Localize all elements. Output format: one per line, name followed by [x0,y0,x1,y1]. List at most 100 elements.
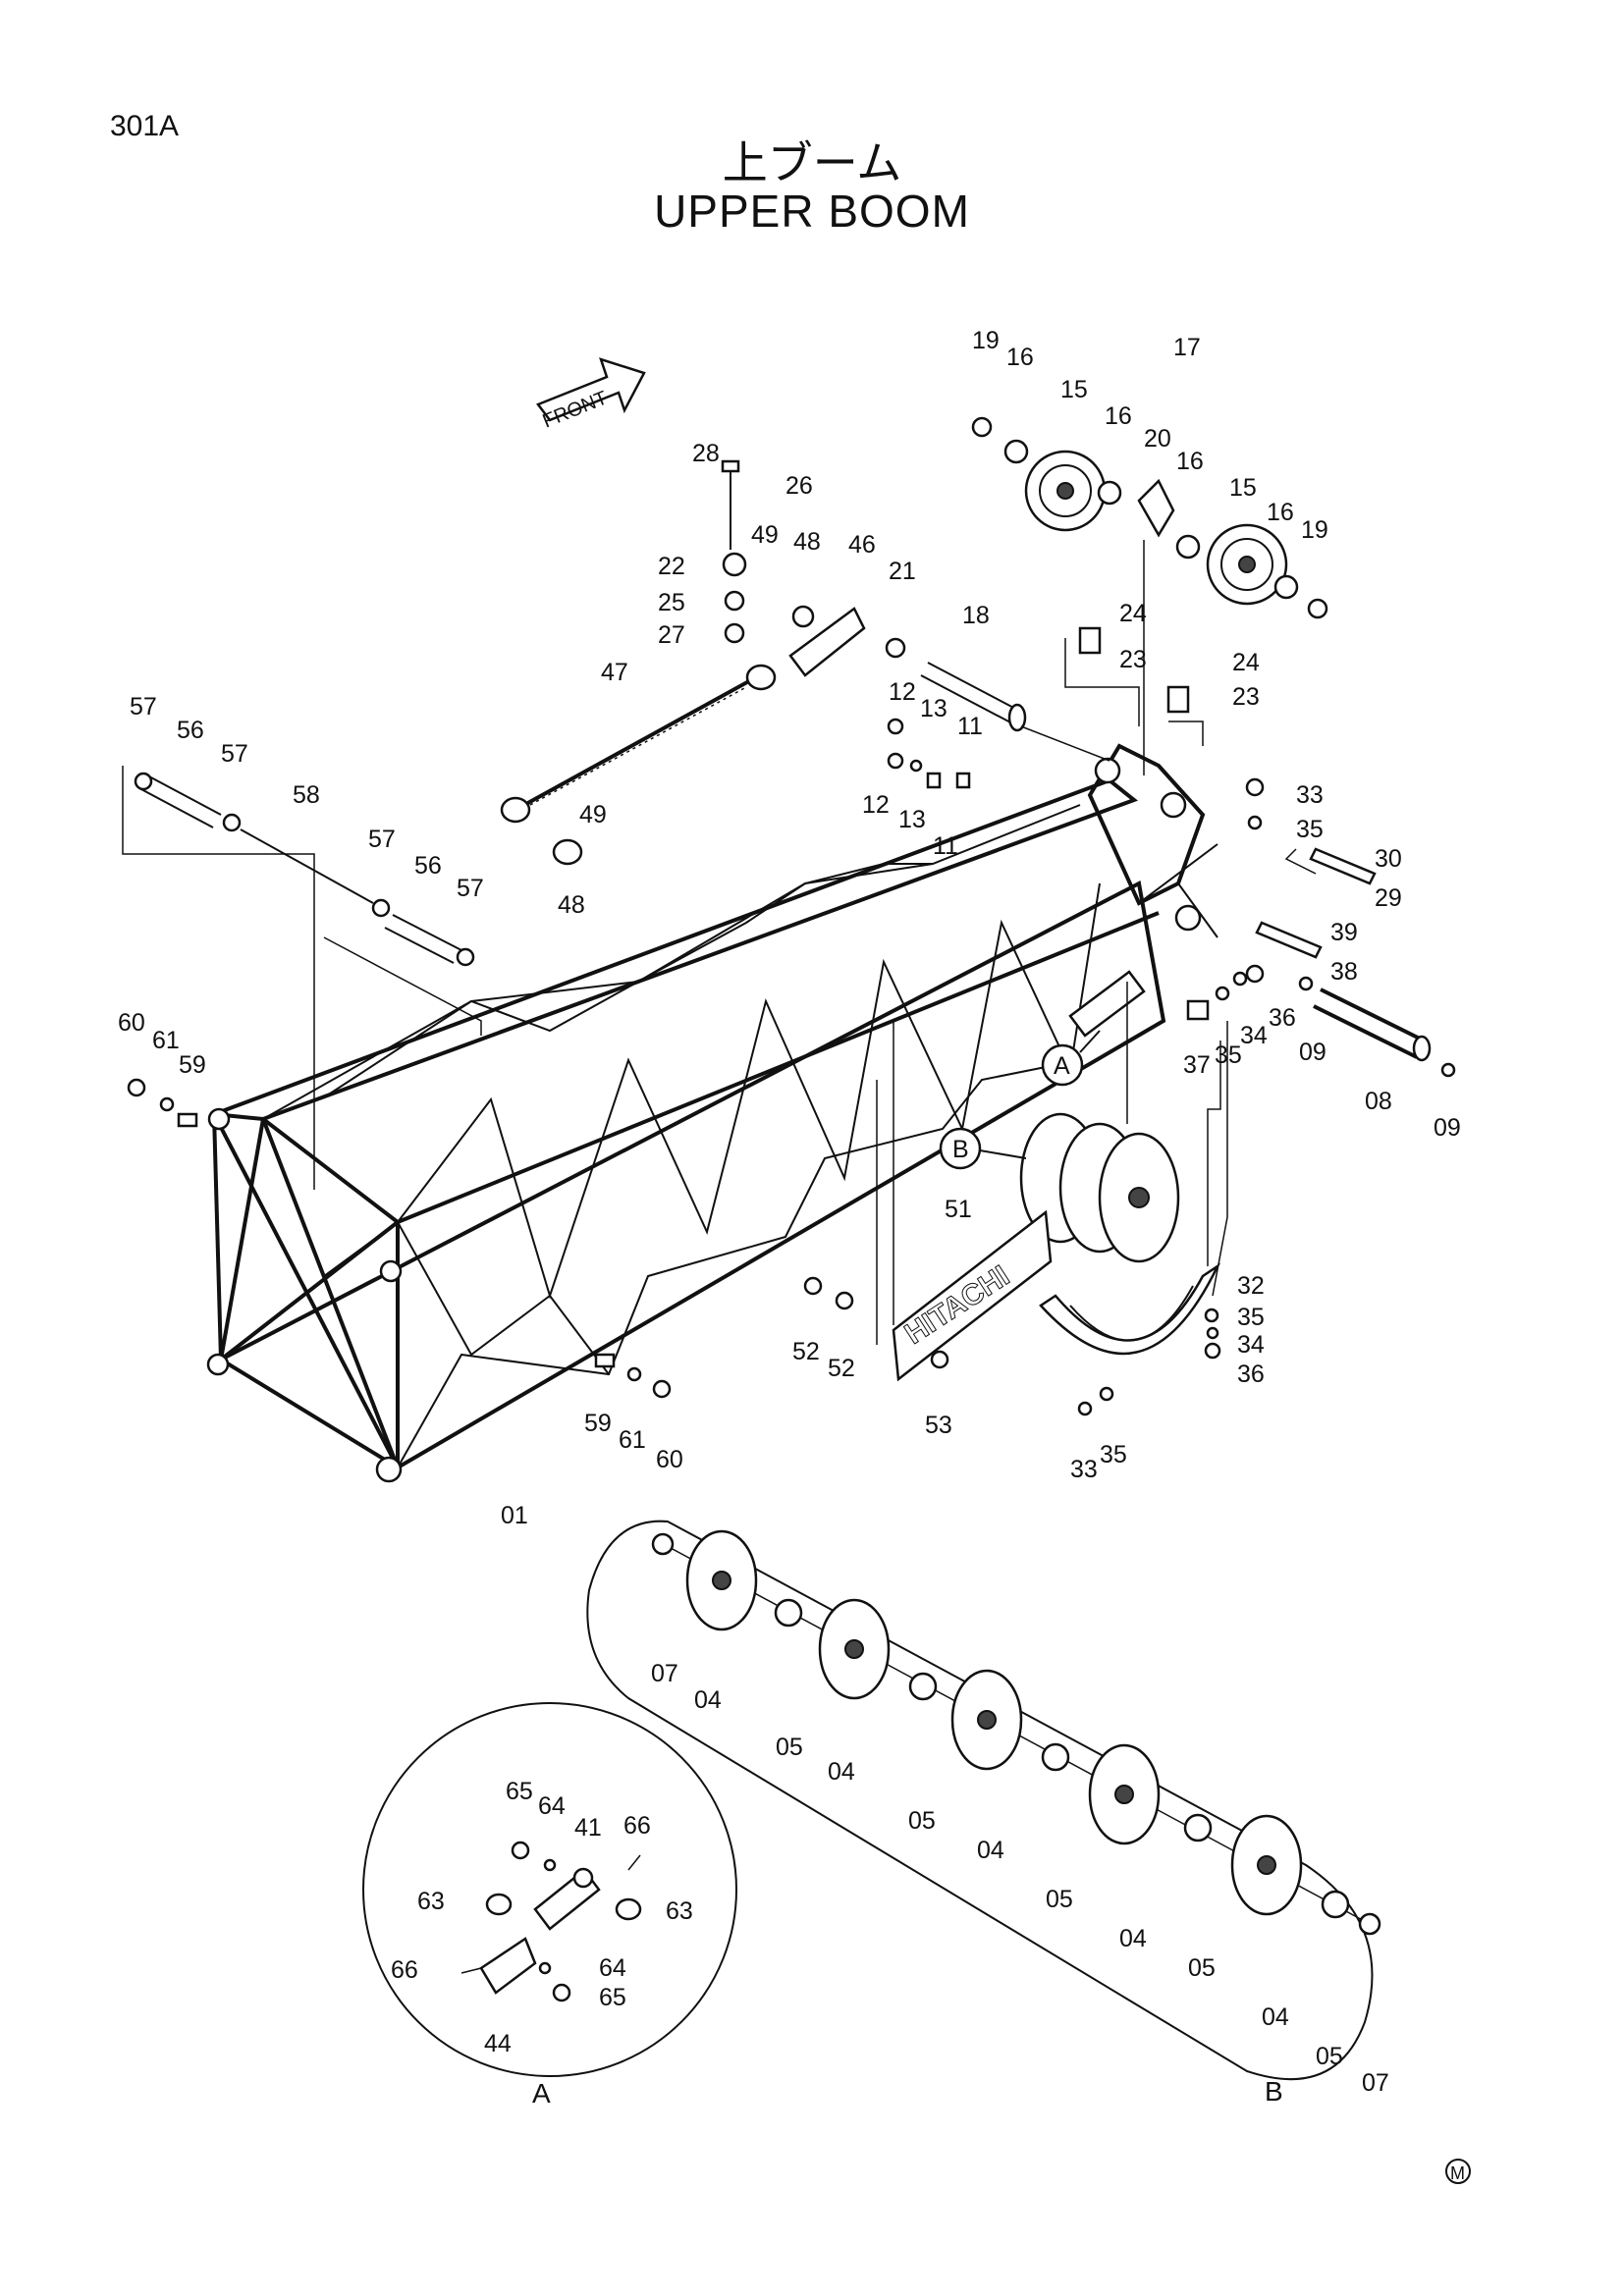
callout-c34a: 34 [1240,1022,1268,1049]
footer-mark: M [1445,2159,1471,2184]
callout-c29: 29 [1375,884,1402,912]
bearing-icon [1003,439,1029,464]
callout-c27: 27 [658,621,685,649]
callout-c57b: 57 [221,740,248,768]
callout-c66b: 66 [391,1956,418,1984]
shaft-icon [920,662,1027,732]
callout-c19a: 19 [972,327,1000,354]
callout-c28: 28 [692,440,720,467]
bracket-icon [1137,478,1175,538]
callout-c33a: 33 [1296,781,1324,809]
callout-c57c: 57 [368,826,396,853]
callout-c26: 26 [785,472,813,500]
callout-c35c: 35 [1237,1304,1265,1331]
callout-c18: 18 [962,602,990,629]
leader-lines [876,540,1317,1345]
callout-c05d: 05 [1188,1954,1216,1982]
callout-c51: 51 [945,1196,972,1223]
callout-c30: 30 [1375,845,1402,873]
callout-c65a: 65 [506,1778,533,1805]
callout-c49a: 49 [751,521,779,549]
callout-c35b: 35 [1215,1041,1242,1069]
callout-c56b: 56 [414,852,442,880]
callout-c04b: 04 [828,1758,855,1786]
callout-c05e: 05 [1316,2043,1343,2070]
callout-c12a: 12 [889,678,916,706]
callout-c01: 01 [501,1502,528,1529]
sheave-pack-b-icon: B [939,1112,1180,1263]
callout-c12b: 12 [862,791,890,819]
callout-c13a: 13 [920,695,947,722]
front-arrow-icon: FRONT [536,357,646,433]
callout-c37: 37 [1183,1051,1211,1079]
callout-c64b: 64 [599,1954,626,1982]
callout-c39: 39 [1330,919,1358,946]
callout-c41: 41 [574,1814,602,1842]
callout-c52a: 52 [792,1338,820,1365]
callout-c11a: 11 [957,713,983,740]
callout-c47: 47 [601,659,628,686]
callout-c57d: 57 [457,875,484,902]
callout-c60a: 60 [118,1009,145,1037]
callout-c44: 44 [484,2030,512,2057]
washer-icon [971,416,993,438]
bearing-icon [1097,480,1122,506]
callout-c66a: 66 [623,1812,651,1840]
callout-c16b: 16 [1105,402,1132,430]
detail-a-exploded: A [362,1702,737,2109]
callout-c15b: 15 [1229,474,1257,502]
callout-c24b: 24 [1232,649,1260,676]
callout-c59a: 59 [179,1051,206,1079]
callout-c57a: 57 [130,693,157,721]
callout-c22: 22 [658,553,685,580]
callout-c34b: 34 [1237,1331,1265,1359]
svg-text:A: A [1054,1052,1070,1080]
callout-c56a: 56 [177,717,204,744]
detail-b-label: B [1265,2076,1283,2107]
svg-text:M: M [1450,2163,1465,2183]
fastener-icons [127,626,1456,1416]
boom-lattice-frame [206,743,1218,1483]
callout-c16a: 16 [1006,344,1034,371]
callout-c21: 21 [889,558,916,585]
detail-b-exploded: B [586,1520,1381,2107]
tension-rod-icon [500,664,777,866]
link-icon [788,605,906,677]
callout-c59b: 59 [584,1410,612,1437]
top-sheave-right-icon [1206,523,1288,606]
callout-c61a: 61 [152,1027,180,1054]
callout-c48a: 48 [793,528,821,556]
callout-c23b: 23 [1232,683,1260,711]
hitachi-plate: HITACHI [892,1209,1053,1382]
callout-c13b: 13 [898,806,926,833]
callout-c24a: 24 [1119,600,1147,627]
callout-c65b: 65 [599,1984,626,2011]
callout-c60b: 60 [656,1446,683,1473]
callout-c07a: 07 [651,1660,678,1687]
callout-c16d: 16 [1267,499,1294,526]
callout-c25: 25 [658,589,685,616]
callout-c61b: 61 [619,1426,646,1454]
callout-c05a: 05 [776,1734,803,1761]
callout-c15a: 15 [1060,376,1088,403]
cradle-icon [1039,1262,1221,1356]
callout-c09b: 09 [1434,1114,1461,1142]
bolt-icon [721,459,747,644]
callout-c63a: 63 [417,1888,445,1915]
callout-c17: 17 [1173,334,1201,361]
detail-b-ref: B [952,1136,969,1163]
plate-text: HITACHI [899,1259,1015,1351]
callout-c36b: 36 [1237,1361,1265,1388]
callout-c64a: 64 [538,1792,566,1820]
callout-c07b: 07 [1362,2069,1389,2097]
callout-c46: 46 [848,531,876,559]
callout-c05c: 05 [1046,1886,1073,1913]
detail-a-label: A [532,2078,551,2109]
washer-icon [1307,598,1328,619]
pin-assembly-icon [122,766,482,1190]
callout-c63b: 63 [666,1897,693,1925]
callout-c04d: 04 [1119,1925,1147,1952]
